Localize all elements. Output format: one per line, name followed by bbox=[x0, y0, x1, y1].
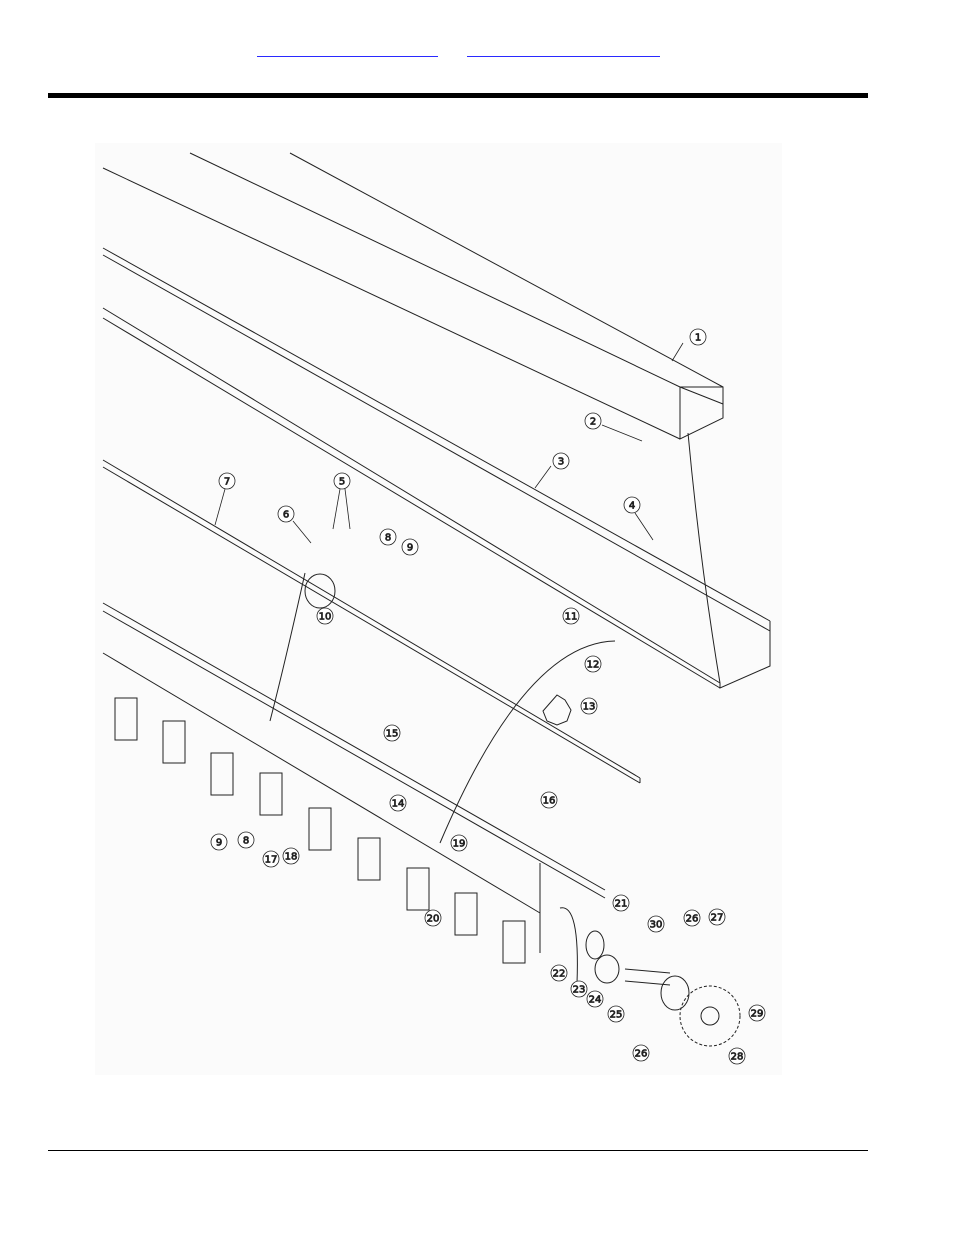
svg-text:12: 12 bbox=[587, 660, 600, 671]
callout-24: 24 bbox=[586, 990, 604, 1008]
callout-12: 12 bbox=[584, 655, 602, 673]
svg-text:14: 14 bbox=[392, 799, 405, 810]
callout-7: 7 bbox=[214, 472, 236, 526]
callout-22: 22 bbox=[550, 964, 568, 982]
callout-1: 1 bbox=[671, 328, 707, 362]
svg-text:13: 13 bbox=[583, 702, 596, 713]
callout-19: 19 bbox=[450, 834, 468, 852]
svg-text:17: 17 bbox=[265, 855, 278, 866]
callout-13: 13 bbox=[580, 697, 598, 715]
callout-9-lower: 9 bbox=[210, 833, 228, 851]
callout-4: 4 bbox=[623, 496, 654, 541]
callout-20: 20 bbox=[424, 909, 442, 927]
svg-text:23: 23 bbox=[573, 985, 586, 996]
callout-26: 26 bbox=[683, 909, 701, 927]
svg-text:6: 6 bbox=[283, 510, 289, 521]
callout-18: 18 bbox=[282, 847, 300, 865]
svg-text:26: 26 bbox=[686, 914, 699, 925]
svg-text:29: 29 bbox=[751, 1009, 764, 1020]
callout-8-lower: 8 bbox=[237, 831, 255, 849]
part-trough bbox=[102, 602, 606, 953]
svg-text:30: 30 bbox=[650, 920, 663, 931]
callout-14: 14 bbox=[389, 794, 407, 812]
callout-16: 16 bbox=[540, 791, 558, 809]
callout-15: 15 bbox=[383, 724, 401, 742]
header-link-left[interactable] bbox=[257, 42, 438, 57]
svg-text:19: 19 bbox=[453, 839, 466, 850]
footer-rule bbox=[48, 1150, 868, 1151]
callout-5: 5 bbox=[332, 472, 351, 530]
callouts: 1 2 3 4 5 6 7 8 9 10 11 12 13 14 15 16 1… bbox=[210, 328, 766, 1065]
part-teeth bbox=[114, 697, 526, 964]
callout-21: 21 bbox=[612, 894, 630, 912]
callout-9: 9 bbox=[401, 538, 419, 556]
svg-text:25: 25 bbox=[610, 1010, 623, 1021]
svg-text:24: 24 bbox=[589, 995, 602, 1006]
callout-28: 28 bbox=[728, 1047, 746, 1065]
svg-text:8: 8 bbox=[385, 533, 391, 544]
callout-11: 11 bbox=[562, 607, 580, 625]
svg-text:22: 22 bbox=[553, 969, 566, 980]
parts-diagram: 1 2 3 4 5 6 7 8 9 10 11 12 13 14 15 16 1… bbox=[95, 143, 782, 1075]
svg-text:16: 16 bbox=[543, 796, 556, 807]
callout-27: 27 bbox=[708, 908, 726, 926]
svg-text:18: 18 bbox=[285, 852, 298, 863]
callout-10: 10 bbox=[316, 607, 334, 625]
callout-3: 3 bbox=[534, 452, 570, 489]
svg-text:10: 10 bbox=[319, 612, 332, 623]
part-long-angle bbox=[102, 247, 771, 689]
header-rule bbox=[48, 93, 868, 98]
svg-text:8: 8 bbox=[243, 836, 249, 847]
callout-26-lower: 26 bbox=[632, 1044, 650, 1062]
callout-8: 8 bbox=[379, 528, 397, 546]
part-sprocket bbox=[679, 985, 741, 1047]
svg-text:15: 15 bbox=[386, 729, 399, 740]
header-link-right[interactable] bbox=[467, 42, 660, 57]
callout-2: 2 bbox=[584, 412, 643, 442]
part-star-wheel bbox=[542, 694, 572, 726]
svg-text:4: 4 bbox=[629, 501, 635, 512]
callout-30: 30 bbox=[647, 915, 665, 933]
svg-text:21: 21 bbox=[615, 899, 628, 910]
callout-6: 6 bbox=[277, 505, 312, 544]
svg-text:1: 1 bbox=[695, 333, 701, 344]
part-hood-sheet bbox=[102, 152, 724, 440]
svg-text:11: 11 bbox=[565, 612, 578, 623]
svg-text:2: 2 bbox=[590, 417, 596, 428]
svg-text:26: 26 bbox=[635, 1049, 648, 1060]
svg-text:5: 5 bbox=[339, 477, 345, 488]
svg-text:28: 28 bbox=[731, 1052, 744, 1063]
callout-29: 29 bbox=[748, 1004, 766, 1022]
svg-text:27: 27 bbox=[711, 913, 724, 924]
svg-text:3: 3 bbox=[558, 457, 564, 468]
callout-17: 17 bbox=[262, 850, 280, 868]
svg-text:7: 7 bbox=[224, 477, 230, 488]
svg-text:9: 9 bbox=[407, 543, 413, 554]
svg-text:20: 20 bbox=[427, 914, 440, 925]
callout-23: 23 bbox=[570, 980, 588, 998]
svg-text:9: 9 bbox=[216, 838, 222, 849]
part-shaft bbox=[102, 459, 641, 784]
callout-25: 25 bbox=[607, 1005, 625, 1023]
